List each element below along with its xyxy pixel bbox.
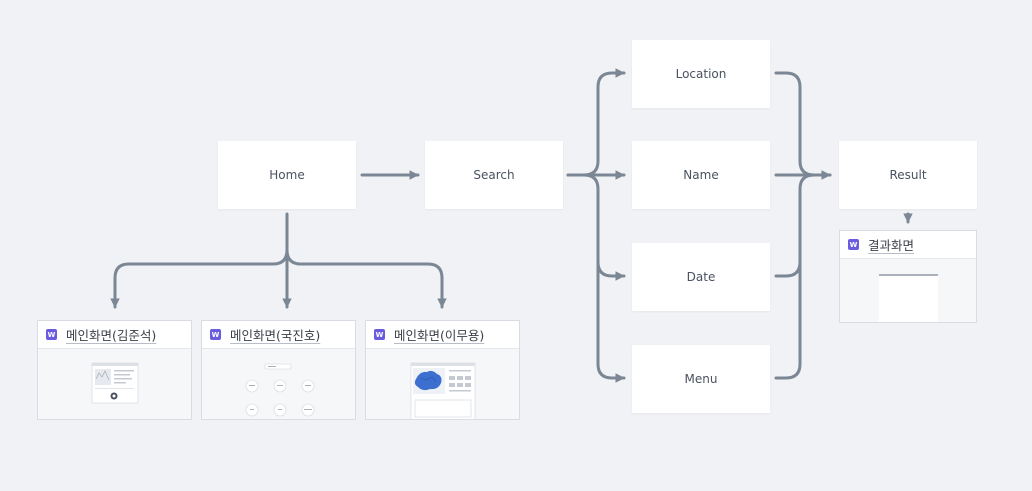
node-location[interactable]: Location <box>632 40 770 108</box>
arrow-menu-to-result <box>774 260 802 380</box>
arrow-date-to-result <box>774 173 816 278</box>
card-preview <box>38 349 191 419</box>
w-icon: W <box>848 239 859 250</box>
card-preview <box>202 349 355 419</box>
arrow-location-to-result <box>774 71 832 180</box>
preview-thumbnail <box>91 362 139 404</box>
card-header: W 메인화면(이무용) <box>366 321 519 349</box>
arrow-search-to-date <box>582 173 626 281</box>
arrow-search-to-location <box>566 68 626 177</box>
node-result[interactable]: Result <box>839 141 977 209</box>
w-icon: W <box>210 329 221 340</box>
card-preview <box>840 259 976 322</box>
w-icon: W <box>46 329 57 340</box>
preview-thumbnail <box>410 362 476 419</box>
preview-thumbnail <box>879 274 938 322</box>
card-title[interactable]: 결과화면 <box>868 238 915 253</box>
node-name[interactable]: Name <box>632 141 770 209</box>
preview-thumbnail <box>245 363 315 417</box>
node-home[interactable]: Home <box>218 141 356 209</box>
card-main-screen-kook[interactable]: W 메인화면(국진호) <box>201 320 356 420</box>
card-title[interactable]: 메인화면(국진호) <box>230 328 321 343</box>
node-menu[interactable]: Menu <box>632 345 770 413</box>
node-date[interactable]: Date <box>632 243 770 311</box>
card-title[interactable]: 메인화면(김준석) <box>66 328 157 343</box>
card-main-screen-lee[interactable]: W 메인화면(이무용) <box>365 320 520 420</box>
card-header: W 결과화면 <box>840 231 976 259</box>
card-header: W 메인화면(김준석) <box>38 321 191 349</box>
card-result-screen[interactable]: W 결과화면 <box>839 230 977 323</box>
arrow-search-to-menu <box>596 260 626 383</box>
card-main-screen-kim[interactable]: W 메인화면(김준석) <box>37 320 192 420</box>
card-preview <box>366 349 519 419</box>
arrow-home-to-card-left <box>110 248 289 309</box>
node-search[interactable]: Search <box>425 141 563 209</box>
w-icon: W <box>374 329 385 340</box>
card-title[interactable]: 메인화면(이무용) <box>394 328 485 343</box>
arrow-home-to-card-right <box>285 248 447 309</box>
card-header: W 메인화면(국진호) <box>202 321 355 349</box>
